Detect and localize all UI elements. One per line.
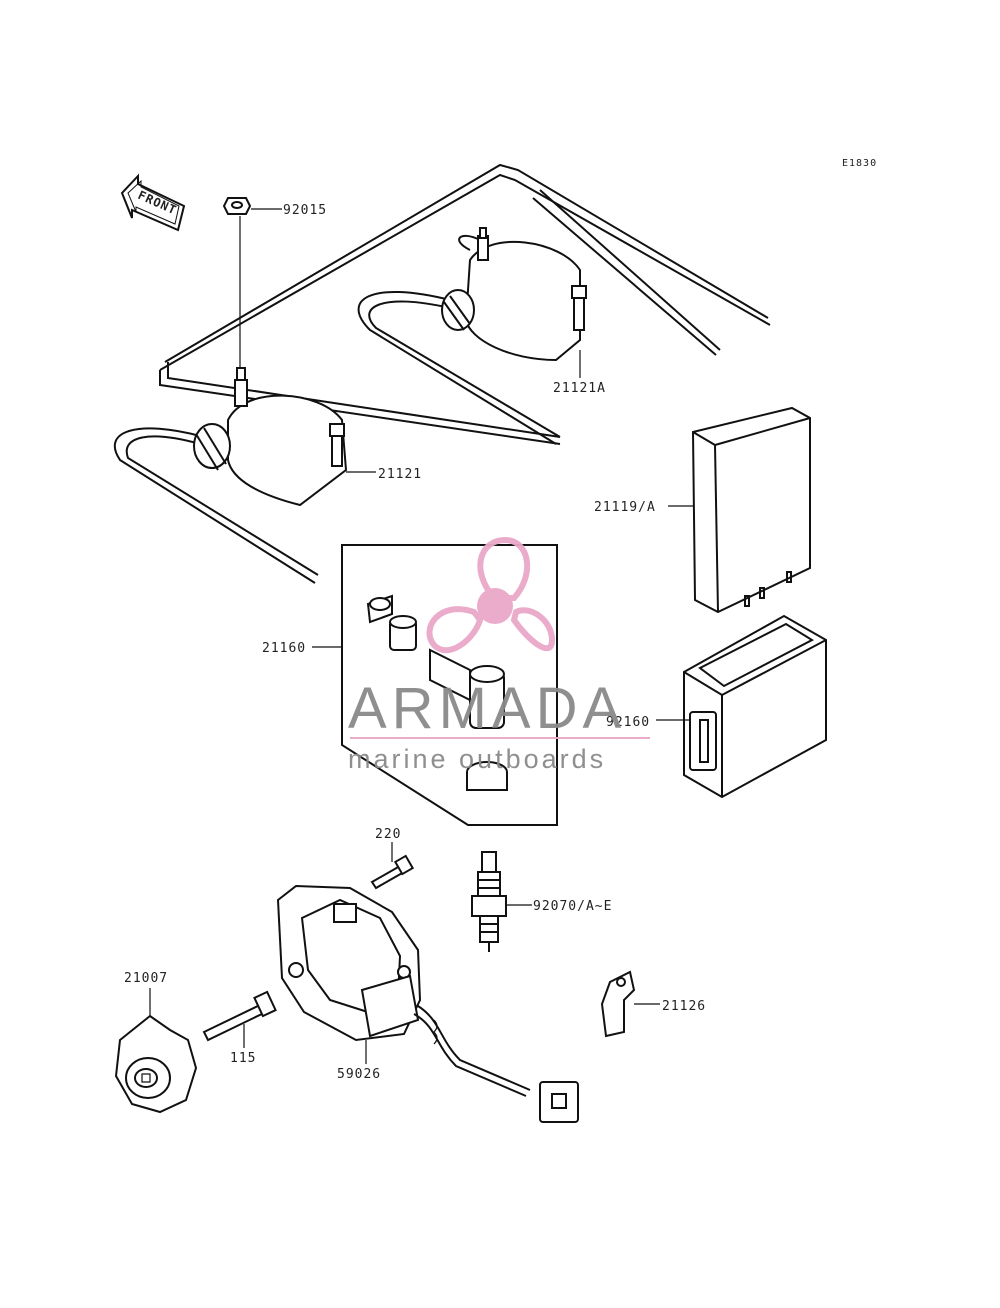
cdi-holder bbox=[656, 614, 827, 799]
cdi-unit bbox=[668, 406, 811, 614]
label-stator: 59026 bbox=[337, 1067, 381, 1082]
spark-plug bbox=[471, 851, 532, 952]
ignition-coil-rear bbox=[441, 227, 587, 378]
label-cap-kit: 21160 bbox=[262, 641, 306, 656]
label-bolt-220: 220 bbox=[375, 827, 401, 842]
rotor bbox=[114, 988, 198, 1114]
watermark-tagline: marine outboards bbox=[348, 744, 606, 774]
nut-part bbox=[222, 197, 282, 370]
bolt-115 bbox=[202, 990, 277, 1048]
label-holder: 92160 bbox=[606, 715, 650, 730]
stator-assembly bbox=[276, 884, 579, 1123]
label-coil-rear: 21121A bbox=[553, 381, 606, 396]
label-coil-front: 21121 bbox=[378, 467, 422, 482]
diagram-code: E1830 bbox=[842, 158, 877, 169]
bolt-220 bbox=[370, 842, 415, 890]
clamp bbox=[600, 970, 660, 1038]
label-nut: 92015 bbox=[283, 203, 327, 218]
label-spark-plug: 92070/A~E bbox=[533, 899, 612, 914]
front-arrow: FRONT bbox=[120, 173, 186, 232]
label-rotor: 21007 bbox=[124, 971, 168, 986]
watermark-brand: ARMADA bbox=[348, 676, 626, 741]
propeller-icon bbox=[426, 536, 556, 654]
armada-logo: ARMADA marine outboards bbox=[348, 536, 650, 774]
label-clamp: 21126 bbox=[662, 999, 706, 1014]
label-bolt-115: 115 bbox=[230, 1051, 256, 1066]
ignition-coil-front bbox=[193, 367, 376, 507]
high-tension-wires bbox=[113, 163, 771, 584]
label-cdi-unit: 21119/A bbox=[594, 500, 656, 515]
